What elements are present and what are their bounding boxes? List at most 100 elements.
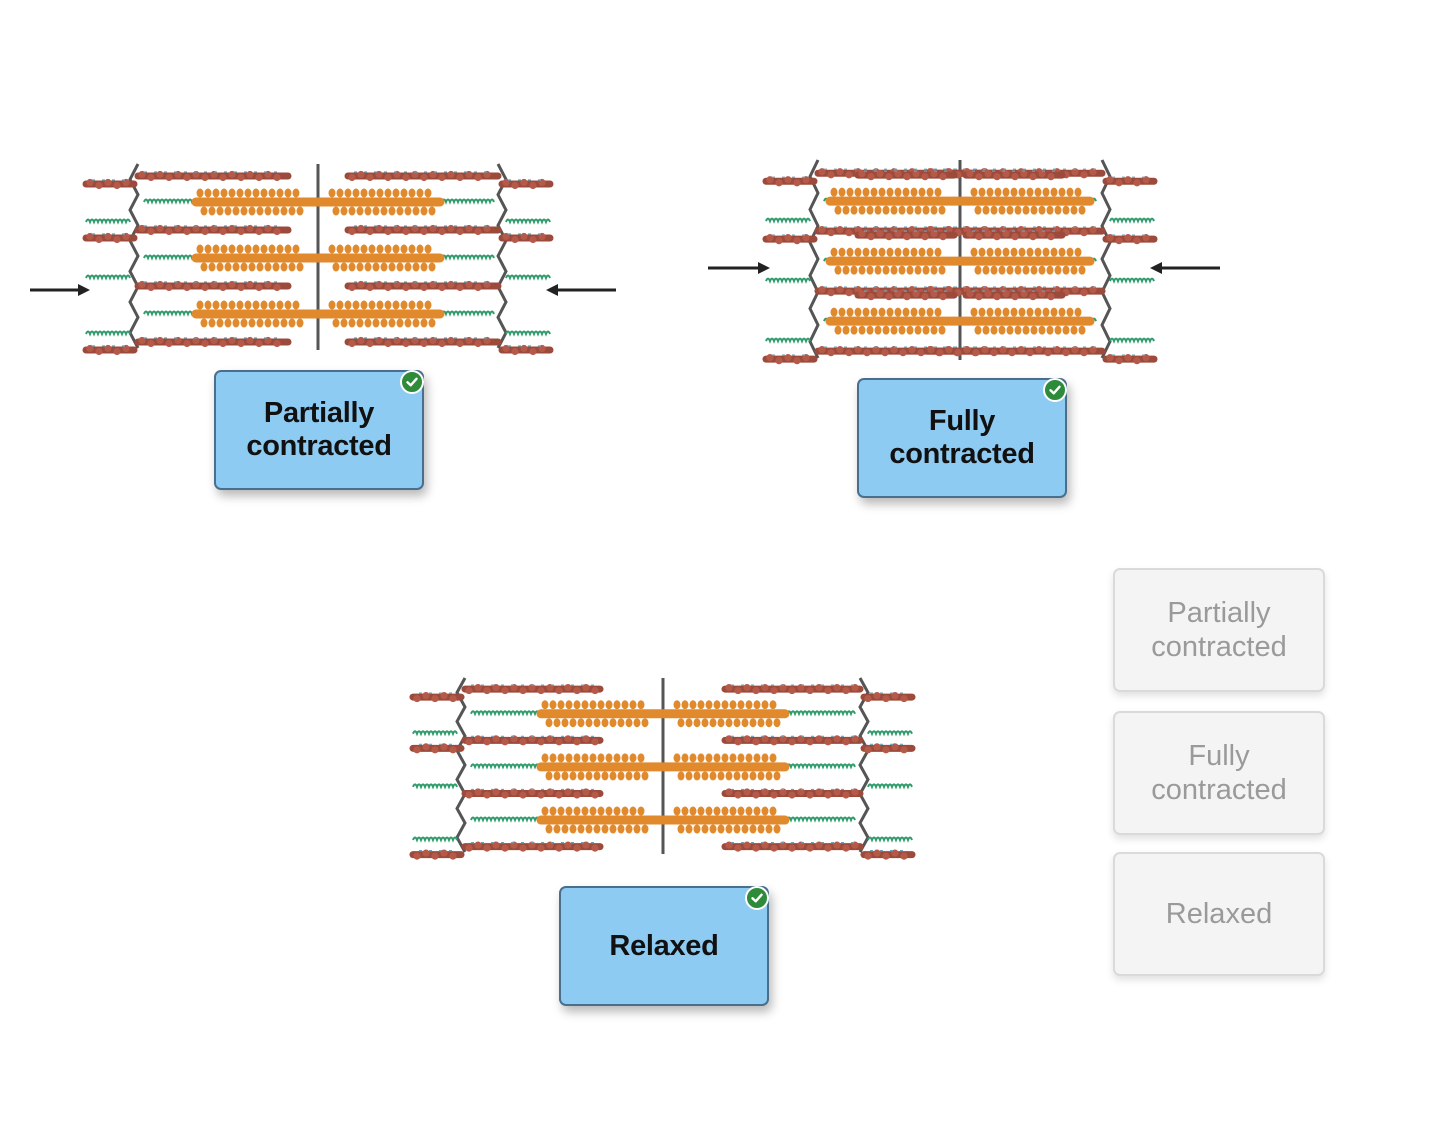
actin-filament [1102,354,1158,365]
actin-filament [82,232,138,244]
titin-spring [470,816,540,823]
myosin-filament [536,700,790,728]
titin-spring [765,277,811,284]
actin-filament [1102,234,1158,245]
sarcomere-diagram-fully-contracted [706,154,1222,365]
actin-filament [498,344,554,356]
titin-spring [867,836,913,843]
arrow-left-head-icon [1150,262,1162,274]
drop-box-partially-contracted[interactable]: Partially contracted [214,370,424,490]
actin-filament [134,170,292,182]
titin-spring [1109,277,1155,284]
actin-filament [854,170,958,181]
z-disc [1100,159,1112,359]
answer-tile-fully-contracted[interactable]: Fully contracted [1113,711,1325,835]
myosin-filament [536,806,790,834]
actin-filament [344,336,502,348]
titin-spring [1109,217,1155,224]
answer-tile-relaxed[interactable]: Relaxed [1113,852,1325,976]
actin-filament [854,230,958,241]
titin-spring [143,310,197,317]
actin-filament [860,743,916,754]
actin-filament [762,234,818,245]
sarcomere-svg-relaxed [409,677,916,860]
titin-spring [786,816,856,823]
actin-filament [409,849,465,860]
titin-spring [786,710,856,717]
drop-box-label: Fully contracted [889,405,1035,470]
titin-spring [1109,337,1155,344]
actin-filament [134,224,292,236]
answer-tile-label: Fully contracted [1151,740,1287,806]
answer-tile-label: Partially contracted [1151,597,1287,663]
sarcomere-svg-partially-contracted [30,163,616,356]
titin-spring [85,330,131,337]
actin-filament [721,788,864,799]
z-disc [496,163,508,349]
actin-filament [721,735,864,746]
titin-spring [85,218,131,225]
drop-box-label: Partially contracted [246,397,392,462]
actin-filament [498,232,554,244]
drop-box-label: Relaxed [609,929,719,962]
drop-box-relaxed[interactable]: Relaxed [559,886,769,1006]
actin-filament [82,178,138,190]
titin-spring [441,254,495,261]
titin-spring [143,198,197,205]
titin-spring [470,763,540,770]
actin-filament [962,230,1066,241]
actin-filament [923,346,1106,357]
arrow-right-head-icon [758,262,770,274]
z-disc [858,677,870,853]
actin-filament [409,691,465,703]
myosin-filament [191,244,445,272]
actin-filament [344,170,502,182]
actin-filament [461,683,604,695]
actin-filament [461,841,604,852]
actin-filament [134,280,292,292]
answer-tile-partially-contracted[interactable]: Partially contracted [1113,568,1325,692]
answer-tile-label: Relaxed [1165,898,1273,930]
actin-filament [134,336,292,348]
titin-spring [867,783,913,790]
actin-filament [721,683,864,695]
titin-spring [441,310,495,317]
actin-filament [461,788,604,799]
check-circle-icon [745,886,769,910]
actin-filament [498,178,554,190]
titin-spring [765,217,811,224]
actin-filament [461,735,604,746]
actin-filament [962,290,1066,301]
titin-spring [505,330,551,337]
arrow-left-head-icon [546,284,558,296]
sarcomere-diagram-partially-contracted [28,158,618,356]
actin-filament [860,691,916,703]
sarcomere-diagram-relaxed [380,672,948,860]
titin-spring [412,730,458,737]
drop-box-fully-contracted[interactable]: Fully contracted [857,378,1067,498]
titin-spring [85,274,131,281]
actin-filament [762,176,818,187]
actin-filament [854,290,958,301]
sarcomere-svg-fully-contracted [708,159,1220,365]
check-circle-icon [1043,378,1067,402]
z-disc [455,677,467,853]
myosin-filament [191,188,445,216]
titin-spring [786,763,856,770]
z-disc [128,163,140,349]
actin-filament [344,280,502,292]
actin-filament [762,354,818,365]
titin-spring [505,274,551,281]
myosin-filament [825,307,1095,335]
titin-spring [412,836,458,843]
titin-spring [143,254,197,261]
arrow-right-head-icon [78,284,90,296]
titin-spring [867,730,913,737]
actin-filament [962,170,1066,181]
actin-filament [82,344,138,356]
actin-filament [860,849,916,860]
actin-filament [409,743,465,754]
titin-spring [505,218,551,225]
myosin-filament [825,247,1095,275]
titin-spring [412,783,458,790]
